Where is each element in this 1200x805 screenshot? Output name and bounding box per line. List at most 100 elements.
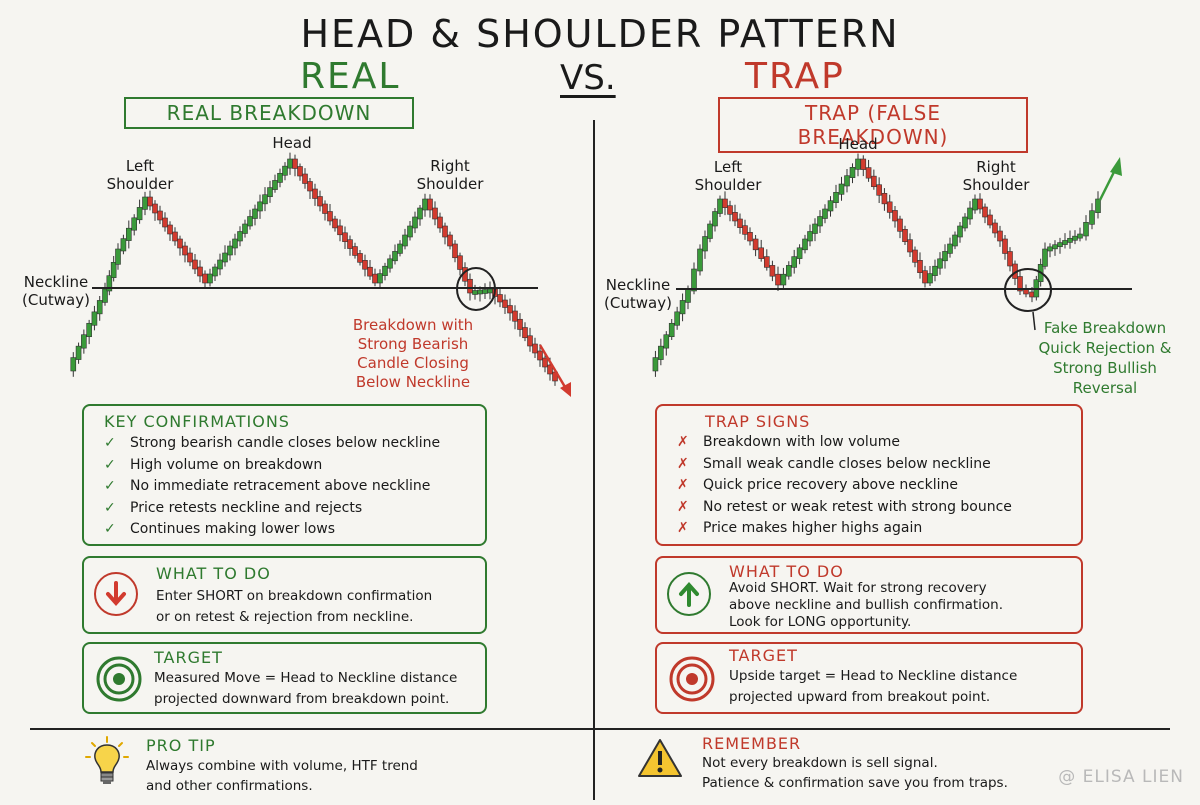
- candle: [222, 252, 228, 263]
- candle: [172, 231, 178, 242]
- check-icon: ✓: [104, 435, 116, 451]
- candle: [737, 218, 743, 228]
- candle: [679, 300, 686, 315]
- candle: [452, 243, 458, 259]
- list-item: ✓High volume on breakdown: [104, 455, 485, 477]
- candle: [727, 205, 733, 215]
- candle: [876, 184, 882, 196]
- real-neckline-label: Neckline(Cutway): [22, 273, 90, 309]
- candle: [812, 223, 818, 234]
- real-pattern-chart: [70, 152, 571, 397]
- trap-what-to-do-panel: WHAT TO DO Avoid SHORT. Wait for strong …: [655, 556, 1083, 634]
- candle: [417, 207, 423, 220]
- cross-icon: ✗: [677, 520, 689, 536]
- candle: [227, 245, 233, 256]
- candle: [532, 343, 538, 354]
- candle: [407, 225, 413, 238]
- page-title: HEAD & SHOULDER PATTERN: [300, 12, 900, 56]
- candle: [663, 334, 670, 349]
- check-icon: ✓: [104, 521, 116, 537]
- candle: [517, 318, 523, 330]
- real-target-title: TARGET: [154, 648, 223, 667]
- real-what-to-do-title: WHAT TO DO: [156, 564, 271, 583]
- candle: [207, 273, 213, 284]
- real-target-text: Measured Move = Head to Neckline distanc…: [154, 670, 458, 707]
- candle: [796, 247, 803, 259]
- fake-breakdown-circle: [1004, 268, 1052, 312]
- candle: [747, 232, 753, 242]
- candle: [267, 187, 273, 198]
- remember-text: Not every breakdown is sell signal.Patie…: [702, 755, 1008, 791]
- candle: [849, 167, 856, 178]
- candle: [252, 208, 258, 219]
- candle: [312, 188, 318, 199]
- candle: [1057, 242, 1063, 248]
- trap-signs-panel: TRAP SIGNS ✗Breakdown with low volume ✗S…: [655, 404, 1083, 546]
- cross-icon: ✗: [677, 434, 689, 450]
- candle: [70, 357, 77, 372]
- candle: [277, 172, 283, 183]
- candle: [742, 225, 748, 235]
- candle: [91, 311, 98, 326]
- candle: [982, 206, 988, 218]
- candle: [822, 208, 828, 219]
- candle: [397, 243, 403, 254]
- target-icon: [669, 656, 715, 706]
- candle: [817, 216, 823, 227]
- candle: [482, 289, 488, 294]
- candle: [865, 167, 872, 179]
- callout-line: [1032, 311, 1036, 331]
- real-what-to-do-panel: WHAT TO DO Enter SHORT on breakdown conf…: [82, 556, 487, 634]
- candle: [907, 239, 913, 253]
- candle: [182, 245, 188, 256]
- trap-target-text: Upside target = Head to Neckline distanc…: [729, 668, 1018, 705]
- candle: [537, 350, 543, 361]
- candle: [802, 238, 808, 251]
- candle: [177, 238, 183, 249]
- candle: [507, 305, 513, 314]
- candle: [987, 214, 993, 226]
- candle: [142, 196, 148, 210]
- candle: [126, 227, 132, 241]
- vs-heading: VS.: [560, 58, 616, 98]
- candle: [547, 364, 553, 375]
- arrow-up-icon: [667, 572, 711, 616]
- candle: [382, 265, 388, 276]
- watermark: @ ELISA LIEN: [1058, 767, 1184, 787]
- target-icon: [96, 656, 142, 706]
- arrow-down-icon: [94, 572, 138, 616]
- candle: [967, 207, 973, 220]
- candle: [367, 266, 373, 277]
- list-item: ✓Continues making lower lows: [104, 519, 485, 541]
- candle: [691, 268, 697, 292]
- trap-what-to-do-title: WHAT TO DO: [729, 562, 844, 581]
- candle: [307, 181, 313, 192]
- candle: [136, 207, 143, 221]
- candle: [352, 246, 358, 256]
- candle: [362, 260, 368, 270]
- remember-title: REMEMBER: [702, 734, 802, 753]
- candle: [447, 234, 453, 247]
- list-item: ✗Breakdown with low volume: [677, 432, 1081, 454]
- trap-neckline-label: Neckline(Cutway): [604, 276, 672, 312]
- check-icon: ✓: [104, 499, 116, 516]
- candle: [432, 207, 438, 220]
- candle: [702, 236, 708, 252]
- candle: [262, 194, 268, 205]
- candle: [892, 210, 898, 222]
- candle: [1077, 233, 1083, 239]
- trap-head-label: Head: [838, 135, 878, 153]
- candle: [927, 273, 933, 284]
- candle: [442, 225, 448, 238]
- candle: [392, 251, 398, 262]
- candle: [992, 222, 998, 234]
- candle: [377, 273, 383, 284]
- trap-signs-title: TRAP SIGNS: [705, 412, 811, 431]
- candle: [272, 180, 278, 190]
- down-arrow-head: [560, 382, 571, 397]
- up-arrow-head: [1110, 157, 1122, 176]
- candle: [1083, 222, 1089, 237]
